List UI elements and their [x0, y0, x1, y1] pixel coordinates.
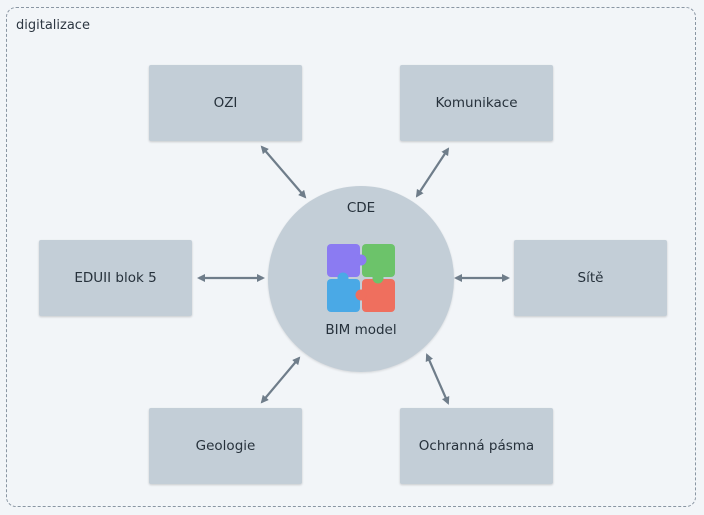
- connector-geologie: [260, 356, 301, 404]
- node-komunikace[interactable]: Komunikace: [400, 65, 553, 141]
- node-geologie-label: Geologie: [195, 438, 256, 454]
- node-site[interactable]: Sítě: [514, 240, 667, 316]
- node-komunikace-label: Komunikace: [435, 95, 518, 111]
- puzzle-icon: [327, 244, 395, 312]
- digitalizace-group: [6, 7, 696, 507]
- node-ozi-label: OZI: [213, 95, 238, 111]
- hub-title: CDE: [346, 200, 376, 216]
- hub-subtitle: BIM model: [325, 322, 397, 338]
- connector-ozi: [260, 145, 307, 199]
- cde-hub[interactable]: CDE BIM model: [268, 186, 454, 372]
- connector-komunikace: [415, 147, 450, 198]
- node-ochranna-label: Ochranná pásma: [418, 438, 535, 454]
- connector-ochranna: [425, 353, 450, 405]
- node-eduii[interactable]: EDUII blok 5: [39, 240, 192, 316]
- node-geologie[interactable]: Geologie: [149, 408, 302, 484]
- node-site-label: Sítě: [577, 270, 604, 286]
- node-eduii-label: EDUII blok 5: [74, 270, 157, 286]
- node-ochranna-pasma[interactable]: Ochranná pásma: [400, 408, 553, 484]
- group-title: digitalizace: [16, 18, 90, 33]
- node-ozi[interactable]: OZI: [149, 65, 302, 141]
